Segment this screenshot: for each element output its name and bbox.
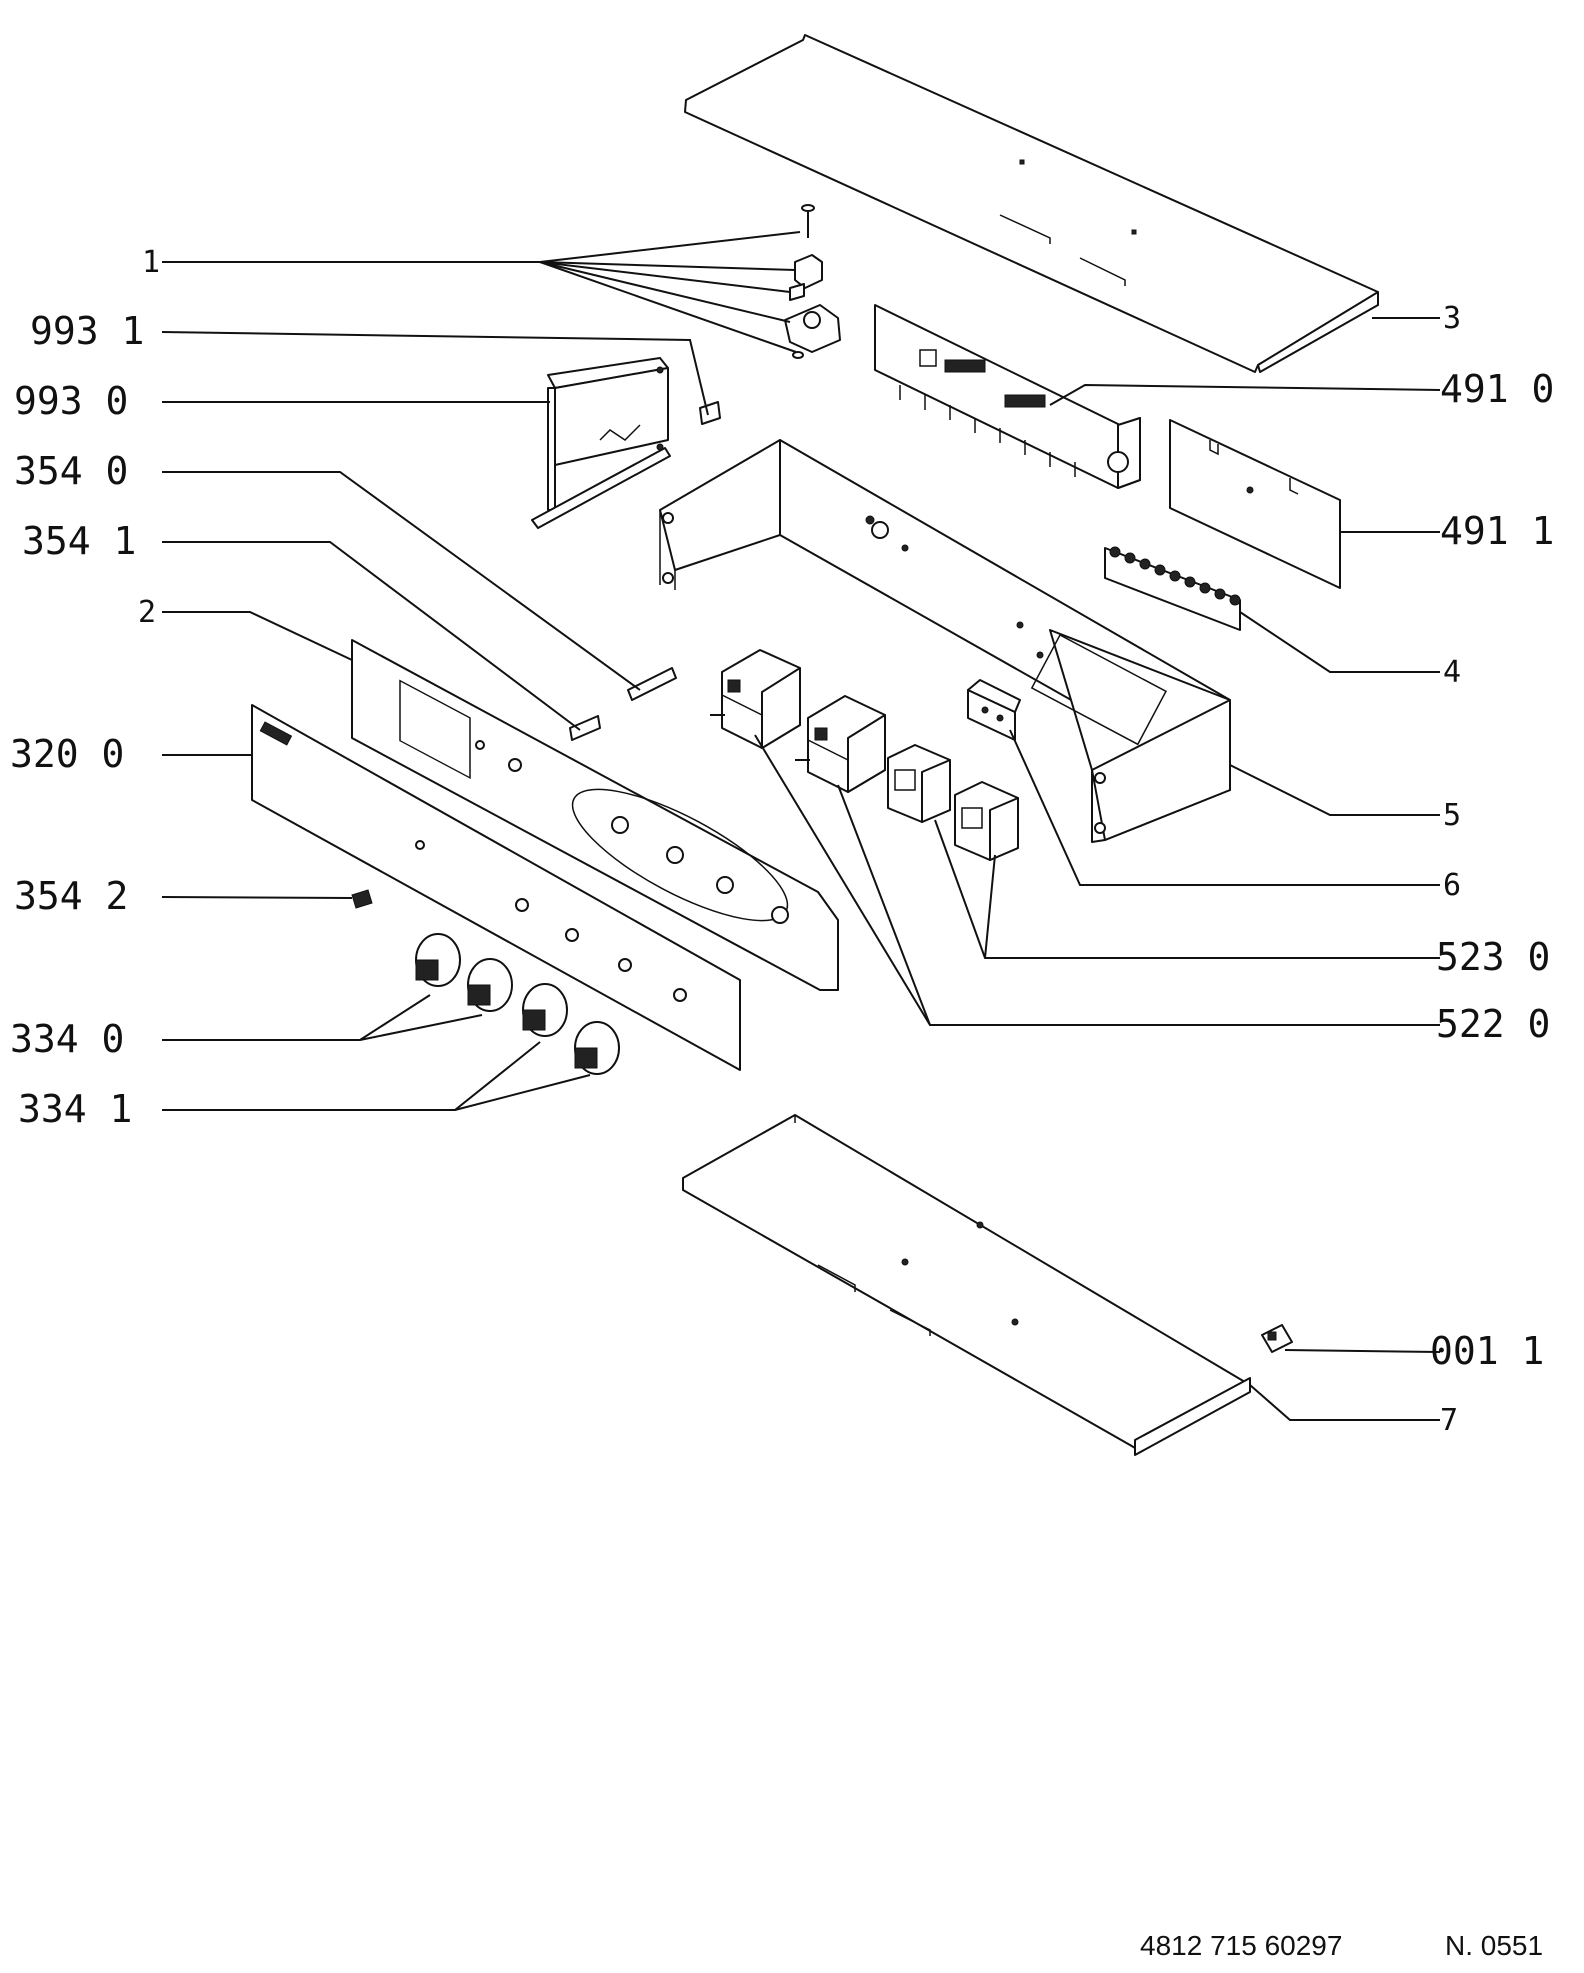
label-354-0: 354 0 — [14, 449, 128, 493]
front-fascia-panel — [251, 704, 741, 1071]
label-2: 2 — [138, 595, 156, 630]
chassis-frame — [659, 439, 1231, 843]
label-354-2: 354 2 — [14, 874, 128, 918]
leader-lines — [161, 231, 1441, 1421]
part-001-1 — [1261, 1324, 1293, 1353]
label-6: 6 — [1443, 868, 1461, 903]
label-491-1: 491 1 — [1440, 509, 1554, 553]
label-320-0: 320 0 — [10, 732, 124, 776]
label-5: 5 — [1443, 798, 1461, 833]
label-993-1: 993 1 — [30, 309, 144, 353]
clip-354-2 — [351, 889, 373, 909]
bracket-993-0 — [531, 357, 721, 529]
footer: 4812 715 60297 N. 0551 — [1140, 1930, 1543, 1961]
label-993-0: 993 0 — [14, 379, 128, 423]
clamp-assembly — [784, 204, 841, 359]
label-522-0: 522 0 — [1436, 1002, 1550, 1046]
knob-2 — [467, 958, 513, 1012]
bottom-base-plate — [682, 1114, 1251, 1456]
top-cover-plate — [684, 34, 1379, 373]
rotary-switch-a — [710, 649, 801, 749]
label-1: 1 — [142, 245, 160, 280]
relay-block-b — [954, 781, 1019, 861]
knob-1 — [415, 933, 461, 987]
terminal-block-491-0 — [874, 304, 1141, 489]
part-labels: 1 993 1 993 0 354 0 354 1 2 320 0 354 2 … — [10, 245, 1554, 1438]
angle-bracket-6 — [967, 679, 1021, 741]
label-334-0: 334 0 — [10, 1017, 124, 1061]
label-334-1: 334 1 — [18, 1087, 132, 1131]
knob-4 — [574, 1021, 620, 1075]
label-354-1: 354 1 — [22, 519, 136, 563]
cover-plate-491-1 — [1169, 419, 1341, 589]
label-4: 4 — [1443, 655, 1461, 690]
footer-sheet-number: N. 0551 — [1445, 1930, 1543, 1961]
label-001-1: 001 1 — [1430, 1329, 1544, 1373]
label-523-0: 523 0 — [1436, 935, 1550, 979]
relay-block-a — [887, 744, 951, 823]
terminal-strip — [1104, 546, 1241, 631]
footer-part-number: 4812 715 60297 — [1140, 1930, 1342, 1961]
pin-354-1 — [569, 715, 601, 741]
inner-control-panel — [351, 639, 839, 991]
knob-3 — [522, 983, 568, 1037]
pin-354-0 — [627, 667, 677, 701]
rotary-switch-b — [795, 695, 886, 793]
label-7: 7 — [1440, 1403, 1458, 1438]
label-491-0: 491 0 — [1440, 367, 1554, 411]
label-3: 3 — [1443, 301, 1461, 336]
